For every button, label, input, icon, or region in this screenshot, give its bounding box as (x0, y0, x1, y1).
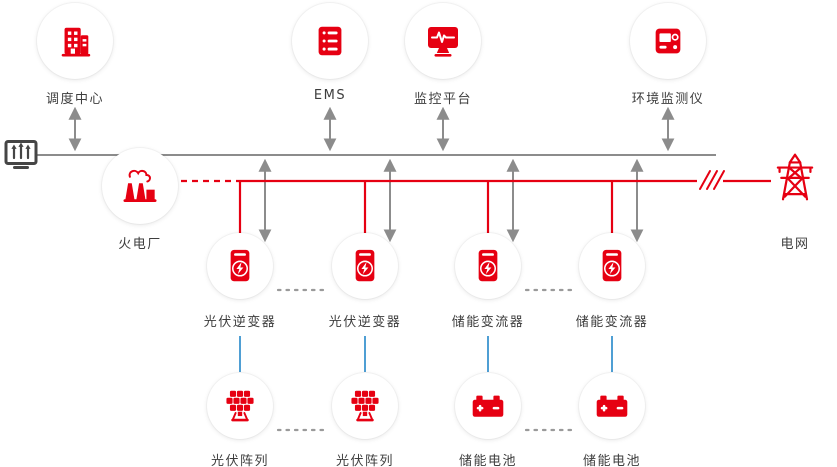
storage-battery-1-label: 储能电池 (458, 454, 517, 467)
node-pv-array-2: 光伏阵列 (295, 373, 435, 467)
pv-inverter-2-circle (332, 233, 398, 299)
node-monitoring-platform: 监控平台 (373, 3, 513, 107)
storage-converter-1-circle (455, 233, 521, 299)
pv-array-2-label: 光伏阵列 (335, 454, 394, 467)
node-storage-battery-1: 储能电池 (418, 373, 558, 467)
pv-inverter-2-label: 光伏逆变器 (328, 315, 402, 330)
transmission-tower-icon (776, 153, 814, 201)
monitoring-platform-label: 监控平台 (413, 92, 472, 107)
thermal-plant-circle (102, 148, 178, 224)
pv-inverter-1-label: 光伏逆变器 (203, 315, 277, 330)
storage-converter-2-circle (579, 233, 645, 299)
inverter-bolt-icon (478, 249, 498, 282)
monitor-heartbeat-icon (428, 27, 458, 57)
solar-panel-icon (226, 390, 254, 422)
comm-arrows-converters (258, 158, 644, 243)
comm-arrows-top (68, 106, 675, 152)
bus-break-slashes (699, 170, 725, 190)
server-icon (318, 26, 342, 56)
node-storage-converter-2: 储能变流器 (542, 233, 682, 330)
storage-battery-1-circle (455, 373, 521, 439)
solar-panel-icon (351, 390, 379, 422)
ems-circle (292, 3, 368, 79)
node-ems: EMS (260, 3, 400, 103)
pv-array-1-label: 光伏阵列 (210, 454, 269, 467)
node-dispatch-center: 调度中心 (5, 3, 145, 107)
thermal-plant-label: 火电厂 (118, 237, 162, 252)
node-storage-battery-2: 储能电池 (542, 373, 682, 467)
pair-ellipsis-dashes (276, 288, 578, 432)
node-pv-inverter-2: 光伏逆变器 (295, 233, 435, 330)
node-storage-converter-1: 储能变流器 (418, 233, 558, 330)
pv-array-2-circle (332, 373, 398, 439)
node-pv-array-1: 光伏阵列 (170, 373, 310, 467)
battery-icon (472, 395, 504, 417)
building-icon (61, 27, 91, 57)
env-monitor-label: 环境监测仪 (631, 92, 705, 107)
storage-battery-2-label: 储能电池 (582, 454, 641, 467)
node-pv-inverter-1: 光伏逆变器 (170, 233, 310, 330)
power-grid-label: 电网 (780, 237, 810, 252)
dispatch-center-label: 调度中心 (45, 92, 104, 107)
inverter-bolt-icon (602, 249, 622, 282)
pv-inverter-1-circle (207, 233, 273, 299)
storage-converter-2-label: 储能变流器 (575, 315, 649, 330)
meter-icon (4, 140, 38, 169)
inverter-bolt-icon (355, 249, 375, 282)
ems-label: EMS (313, 88, 347, 103)
node-power-grid: 电网 (725, 150, 837, 252)
inverter-bolt-icon (230, 249, 250, 282)
storage-battery-2-circle (579, 373, 645, 439)
monitoring-platform-circle (405, 3, 481, 79)
env-monitor-circle (630, 3, 706, 79)
battery-icon (596, 395, 628, 417)
dc-link-lines (239, 336, 613, 372)
gateway-meter (4, 138, 38, 174)
storage-converter-1-label: 储能变流器 (451, 315, 525, 330)
pv-array-1-circle (207, 373, 273, 439)
power-plant-icon (123, 169, 157, 203)
power-bus-line (181, 179, 771, 235)
instrument-icon (655, 28, 681, 54)
node-env-monitor: 环境监测仪 (598, 3, 738, 107)
node-thermal-plant: 火电厂 (70, 148, 210, 252)
dispatch-center-circle (37, 3, 113, 79)
